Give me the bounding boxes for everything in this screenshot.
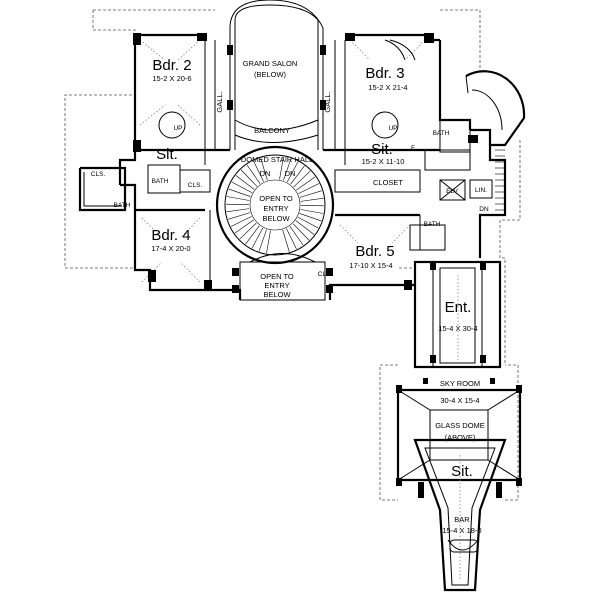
up-left-label: UP xyxy=(173,125,182,132)
bdr4-label: Bdr. 4 xyxy=(151,227,190,244)
open-entry-bottom-l1: OPEN TO xyxy=(260,272,294,281)
stair-tread xyxy=(286,161,299,183)
bdr3-label: Bdr. 3 xyxy=(365,65,404,82)
stair-tread xyxy=(279,156,284,180)
ent-size: 15-4 X 30-4 xyxy=(438,324,477,333)
domed-stair-hall-label: DOMED STAIR HALL xyxy=(241,155,313,164)
stair-tread xyxy=(228,212,251,220)
stair-tread xyxy=(293,170,311,188)
stair-tread xyxy=(299,213,322,222)
open-entry-bottom-l2: ENTRY xyxy=(264,281,289,290)
gall-left-label: GALL. xyxy=(215,91,224,112)
south-wing-entry xyxy=(413,260,502,369)
stair-tread xyxy=(295,220,315,235)
sky-room xyxy=(396,378,522,486)
stair-tread xyxy=(231,181,253,194)
cls-mid-label: CLS. xyxy=(318,271,333,278)
stair-tread xyxy=(234,219,254,234)
cls-left-label: CLS. xyxy=(188,182,203,189)
stair-tread xyxy=(266,230,271,254)
balcony-label: BALCONY xyxy=(254,126,290,135)
dn-far-right-label: DN xyxy=(479,206,489,213)
f-label: F xyxy=(411,145,415,152)
bdr5-size: 17-10 X 15-4 xyxy=(349,261,392,270)
stair-tread xyxy=(283,158,292,181)
bar-wing xyxy=(413,438,507,592)
sit-left-label: Sit. xyxy=(156,146,178,163)
elv-label: ELV xyxy=(446,188,458,195)
stair-tread xyxy=(258,229,267,252)
stair-tread xyxy=(300,197,324,202)
open-entry-top-l3: BELOW xyxy=(262,214,290,223)
stair-tread xyxy=(235,175,255,190)
stair-tread xyxy=(286,228,297,250)
grand-salon-below xyxy=(204,0,346,150)
stair-tread xyxy=(299,190,322,198)
room-labels: Bdr. 2 15-2 X 20-6 GRAND SALON (BELOW) B… xyxy=(91,57,489,535)
gall-right-label: GALL. xyxy=(323,91,332,112)
stair-tread xyxy=(230,216,252,227)
stair-tread xyxy=(228,188,251,197)
stair-tread xyxy=(260,158,268,181)
dn-right-label: DN xyxy=(285,169,296,178)
stair-tread xyxy=(245,225,260,245)
stair-tread xyxy=(296,176,316,191)
sit-right-size: 15-2 X 11-10 xyxy=(362,157,405,166)
stair-tread xyxy=(226,196,250,201)
lin-label: LIN. xyxy=(475,187,487,194)
stair-tread xyxy=(239,222,257,240)
bar-label: BAR xyxy=(454,515,470,524)
domed-stair-hall xyxy=(215,145,335,265)
stair-tread xyxy=(226,208,250,213)
sit-lower-label: Sit. xyxy=(451,463,473,480)
glass-dome-label: GLASS DOME xyxy=(435,421,485,430)
bdr2-hip-lines xyxy=(139,39,201,139)
ent-label: Ent. xyxy=(445,299,472,316)
open-entry-top-l1: OPEN TO xyxy=(259,194,293,203)
stair-tread xyxy=(282,229,290,252)
bdr3-hip-lines xyxy=(349,39,426,139)
sit-right-label: Sit. xyxy=(371,141,393,158)
bath-top-right-label: BATH xyxy=(433,130,450,137)
bath-left-mid-label: BATH xyxy=(152,178,169,185)
open-entry-top-l2: ENTRY xyxy=(263,204,288,213)
stair-tread xyxy=(300,209,324,214)
bdr2-label: Bdr. 2 xyxy=(152,57,191,74)
stair-tread xyxy=(290,165,305,185)
stair-tread xyxy=(253,160,264,182)
stair-tread xyxy=(289,226,304,246)
closet-label: CLOSET xyxy=(373,178,403,187)
grand-salon-label: GRAND SALON xyxy=(243,59,298,68)
interior-partitions xyxy=(135,119,505,301)
up-right-label: UP xyxy=(388,125,397,132)
solid-corners xyxy=(133,33,478,290)
open-entry-bottom-l3: BELOW xyxy=(263,290,291,299)
stair-tread xyxy=(240,169,258,187)
bath-left-low-label: BATH xyxy=(114,202,131,209)
stair-tread xyxy=(297,216,319,229)
bath-mid-right-label: BATH xyxy=(424,221,441,228)
stair-tread xyxy=(298,183,320,194)
bdr3-size: 15-2 X 21-4 xyxy=(368,83,407,92)
cls-far-left-label: CLS. xyxy=(91,171,106,178)
sky-room-label: SKY ROOM xyxy=(440,379,480,388)
dn-left-label: DN xyxy=(260,169,271,178)
bdr4-size: 17-4 X 20-0 xyxy=(151,244,190,253)
grand-salon-below: (BELOW) xyxy=(254,70,287,79)
stair-tread xyxy=(246,164,261,184)
main-block-walls xyxy=(78,33,526,300)
glass-dome-above: (ABOVE) xyxy=(445,433,476,442)
stair-tread xyxy=(292,223,310,241)
bar-size: 15-4 X 18-0 xyxy=(442,526,481,535)
bdr5-label: Bdr. 5 xyxy=(355,243,394,260)
stair-tread xyxy=(251,227,264,249)
bdr2-size: 15-2 X 20-6 xyxy=(152,74,191,83)
sky-room-size: 30-4 X 15-4 xyxy=(440,396,479,405)
